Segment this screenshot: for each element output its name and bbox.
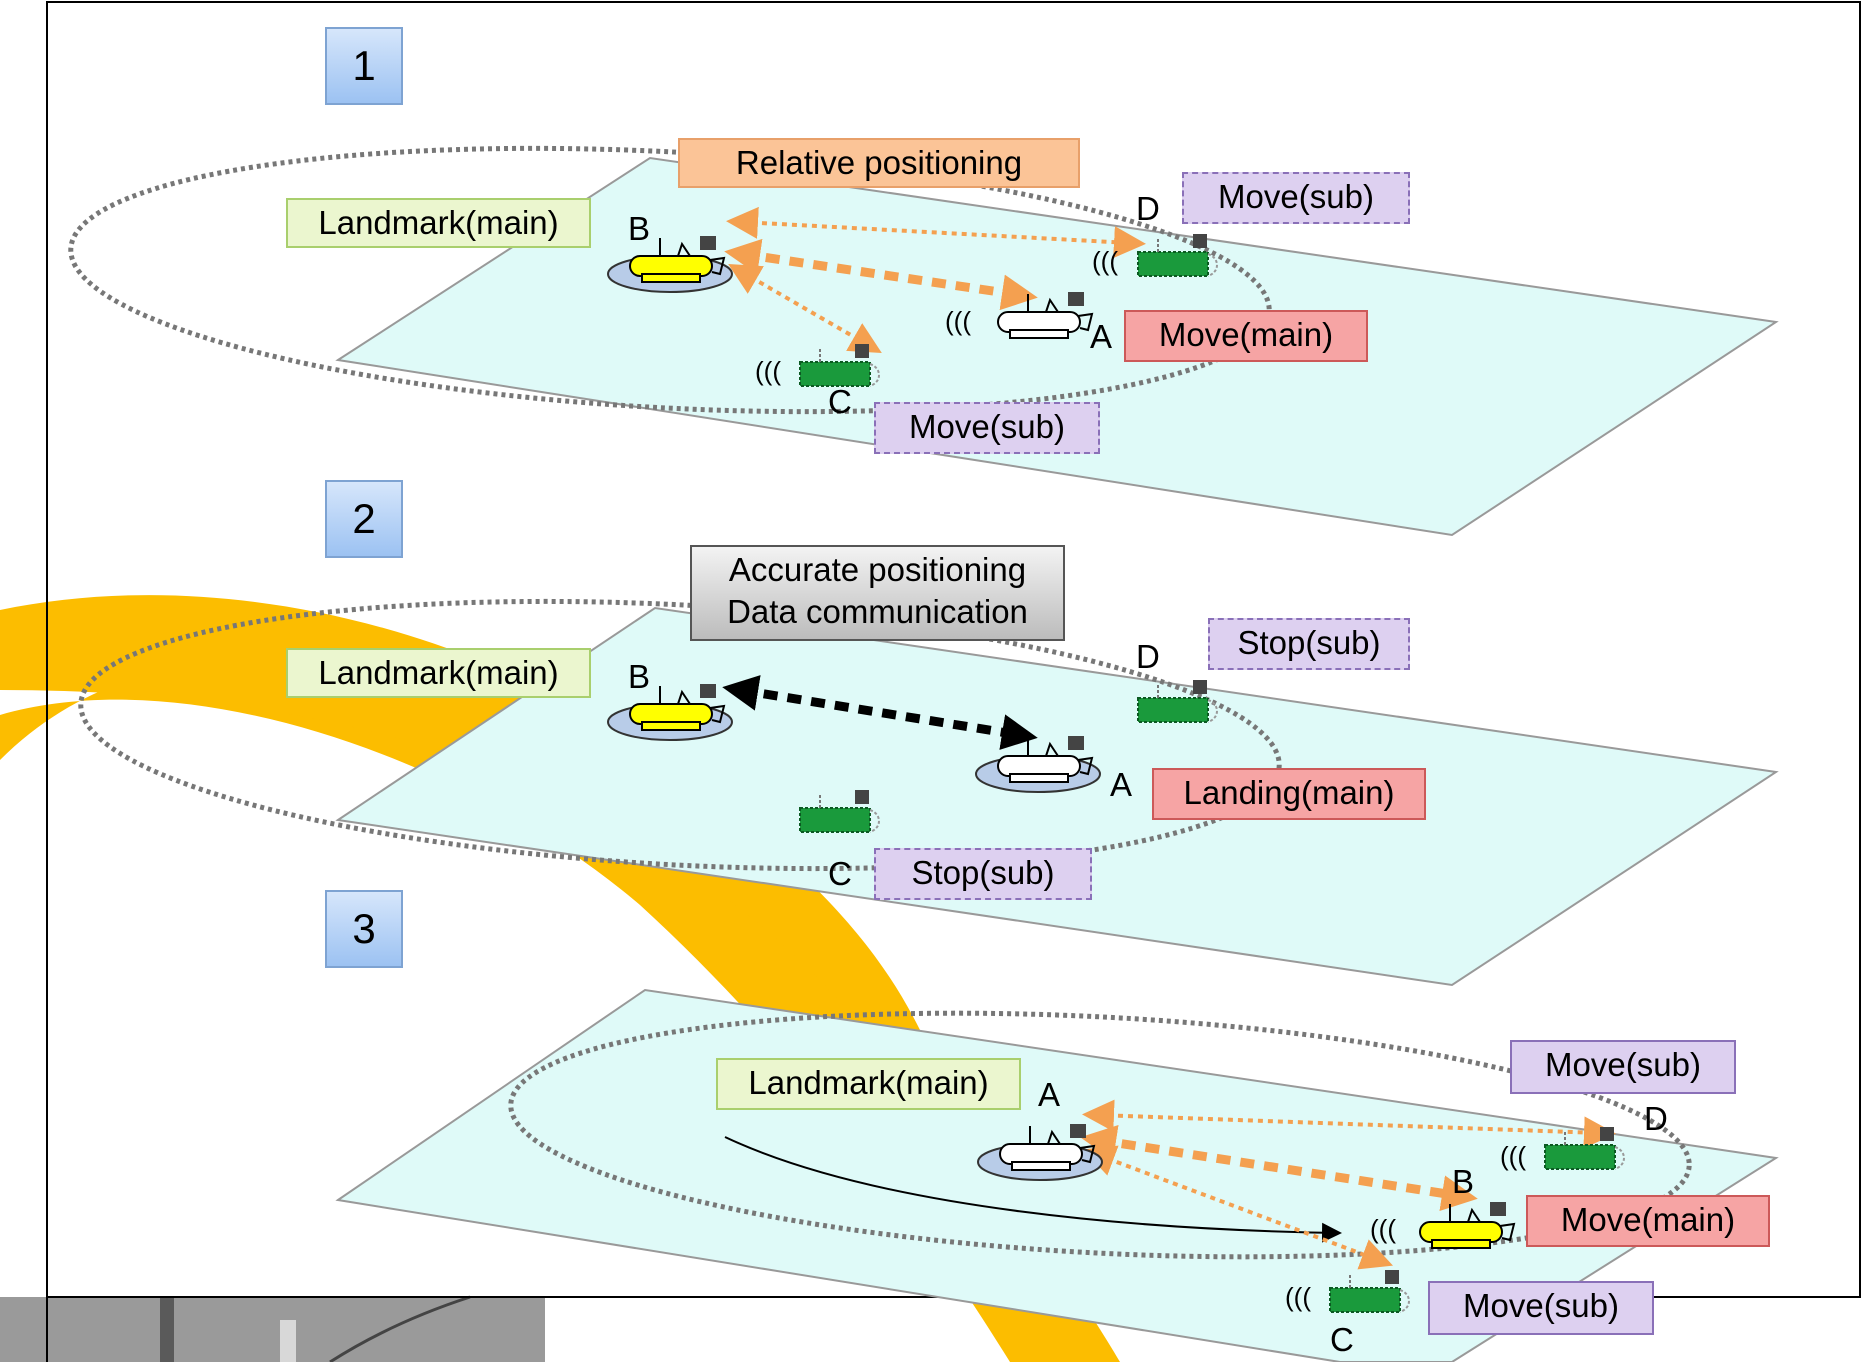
panel-3-c-letter: C: [1330, 1321, 1354, 1358]
panel-2-number: 2: [325, 480, 403, 558]
panel-3-landmark-label: Landmark(main): [716, 1058, 1021, 1110]
panel-1-a-label: Move(main): [1124, 310, 1368, 362]
panel-1-c-label: Move(sub): [874, 402, 1100, 454]
panel-3-vehicle-d-icon: [1544, 1127, 1625, 1170]
panel-3-a-letter: A: [1038, 1076, 1061, 1113]
photo-fragment: [0, 1295, 545, 1362]
survey-path-2: [78, 598, 1282, 872]
panel-3-b-label: Move(main): [1526, 1195, 1770, 1247]
panel-1-vehicle-c-signal-icon: (((: [755, 356, 781, 386]
panel-3-d-letter: D: [1644, 1100, 1668, 1137]
vehicles-layer: ((( ((( ((( ((( ((( (((: [607, 234, 1625, 1313]
panel-2-action-line-1: Accurate positioning: [728, 551, 1027, 588]
panel-1-number: 1: [325, 27, 403, 105]
panel-3-number: 3: [325, 890, 403, 968]
panel-2-landmark-label: Landmark(main): [286, 648, 591, 698]
panel-3-d-label: Move(sub): [1510, 1040, 1736, 1094]
panel-3-vehicle-b-signal-icon: (((: [1370, 1214, 1396, 1244]
panel-1-vehicle-d-signal-icon: (((: [1092, 246, 1118, 276]
panel-2-vehicle-d-icon: [1137, 680, 1218, 723]
panel-3-c-label: Move(sub): [1428, 1281, 1654, 1335]
panel-2-vehicle-b-icon: [607, 684, 733, 741]
panel-3-vehicle-a-icon: [977, 1124, 1103, 1181]
panel-1-d-label: Move(sub): [1182, 172, 1410, 224]
panel-2-vehicle-c-icon: [799, 790, 880, 833]
panel-1-vehicle-a-signal-icon: (((: [945, 306, 971, 336]
panel-2-c-label: Stop(sub): [874, 848, 1092, 900]
panel-3-vehicle-d-signal-icon: (((: [1500, 1141, 1526, 1171]
panel-2-d-letter: D: [1136, 638, 1160, 675]
panel-1-vehicle-b-icon: [607, 236, 733, 293]
panel-2-d-label: Stop(sub): [1208, 618, 1410, 670]
panel-1-vehicle-d-icon: [1137, 234, 1218, 277]
panel-1-d-letter: D: [1136, 190, 1160, 227]
panel-2-a-label: Landing(main): [1152, 768, 1426, 820]
panel-2-c-letter: C: [828, 855, 852, 892]
panel-3-vehicle-b-icon: [1419, 1202, 1516, 1249]
panel-3-vehicle-c-icon: [1329, 1270, 1410, 1313]
panel-1-c-letter: C: [828, 383, 852, 420]
panel-3-b-letter: B: [1452, 1163, 1475, 1200]
panel-2-action-label: Accurate positioning Data communication: [690, 545, 1065, 641]
panel-2-vehicle-a-icon: [975, 736, 1101, 793]
panel-1-landmark-label: Landmark(main): [286, 198, 591, 248]
panel-1-vehicle-c-icon: [799, 344, 880, 387]
panel-1-b-letter: B: [628, 210, 651, 247]
panel-2-b-letter: B: [628, 658, 651, 695]
panel-2-action-line-2: Data communication: [727, 593, 1028, 630]
panel-1-action-label: Relative positioning: [678, 138, 1080, 188]
panel-2-a-letter: A: [1110, 766, 1133, 803]
panel-1-vehicle-a-icon: [997, 292, 1094, 339]
panel-1-a-letter: A: [1090, 318, 1113, 355]
panel-3-vehicle-c-signal-icon: (((: [1285, 1282, 1311, 1312]
